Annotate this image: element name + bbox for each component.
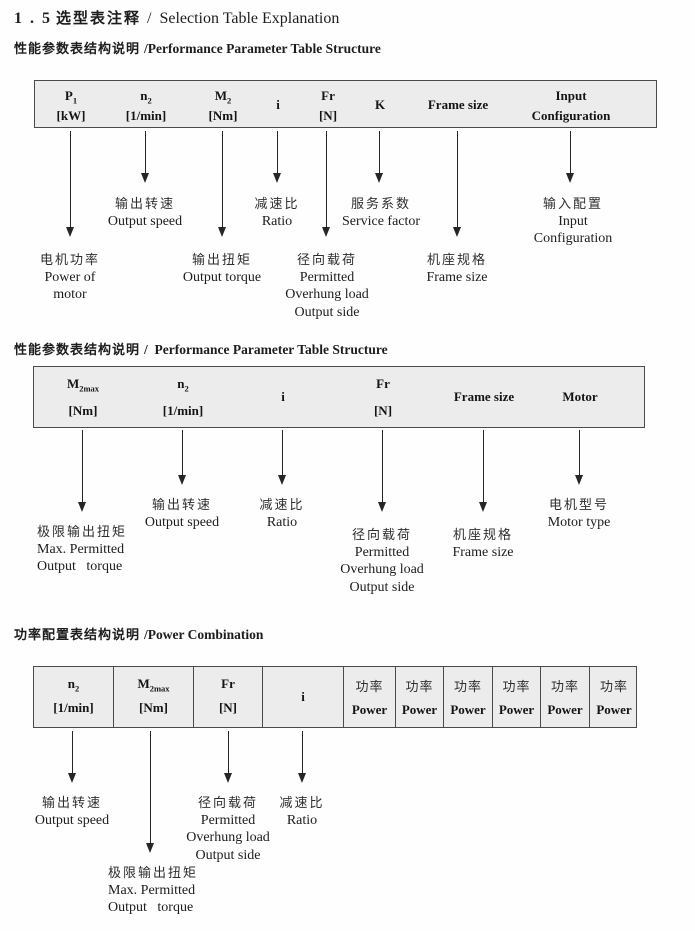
down-arrow xyxy=(68,731,77,783)
section1-heading-cjk: 性能参数表结构说明 xyxy=(14,41,141,56)
down-arrow xyxy=(375,131,384,183)
col-header-frame-size: Frame size xyxy=(427,97,489,112)
col-header-m2max: M2max[Nm] xyxy=(66,376,100,418)
section3-heading-en: /Power Combination xyxy=(144,627,264,642)
title-en: / Selection Table Explanation xyxy=(147,10,340,27)
col-header-frame-size: Frame size xyxy=(453,389,515,404)
section2-heading: 性能参数表结构说明/ Performance Parameter Table S… xyxy=(14,339,388,358)
down-arrow xyxy=(479,430,488,512)
down-arrow xyxy=(298,731,307,783)
down-arrow xyxy=(218,131,227,237)
down-arrow xyxy=(66,131,75,237)
performance-table-1: P1[kW] n2[1/min] M2[Nm] i Fr[N] K Frame … xyxy=(34,80,657,128)
down-arrow xyxy=(322,131,331,237)
performance-table-2: M2max[Nm] n2[1/min] i Fr[N] Frame size M… xyxy=(33,366,645,428)
col-header-i: i xyxy=(276,97,280,112)
col-header-k: K xyxy=(374,97,386,112)
col-header-fr: Fr[N] xyxy=(318,88,338,123)
col-header-i: i xyxy=(281,389,285,404)
col-header-i: i xyxy=(263,667,344,727)
col-header-motor: Motor xyxy=(562,389,598,404)
down-arrow xyxy=(278,430,287,485)
col-header-fr: Fr[N] xyxy=(373,376,393,418)
down-arrow xyxy=(453,131,462,237)
section2-heading-cjk: 性能参数表结构说明 xyxy=(14,342,141,357)
section3-heading-cjk: 功率配置表结构说明 xyxy=(14,627,141,642)
section1-heading: 性能参数表结构说明/Performance Parameter Table St… xyxy=(14,38,381,57)
title-cjk: 选型表注释 xyxy=(56,10,142,27)
down-arrow xyxy=(178,430,187,485)
page-title: 1 . 5 选型表注释 / Selection Table Explanation xyxy=(14,7,339,28)
down-arrow xyxy=(78,430,87,512)
title-number: 1 . 5 xyxy=(14,10,52,27)
down-arrow xyxy=(575,430,584,485)
down-arrow xyxy=(378,430,387,512)
col-header-fr: Fr[N] xyxy=(194,667,263,727)
col-header-n2: n2[1/min] xyxy=(125,88,167,123)
down-arrow xyxy=(146,731,155,853)
down-arrow xyxy=(224,731,233,783)
section2-heading-en: / Performance Parameter Table Structure xyxy=(144,342,388,357)
col-header-n2: n2[1/min] xyxy=(162,376,204,418)
section3-heading: 功率配置表结构说明/Power Combination xyxy=(14,624,263,643)
section1-heading-en: /Performance Parameter Table Structure xyxy=(144,41,381,56)
col-header-p1: P1[kW] xyxy=(56,88,86,123)
col-header-n2: n2[1/min] xyxy=(34,667,114,727)
down-arrow xyxy=(141,131,150,183)
down-arrow xyxy=(566,131,575,183)
down-arrow xyxy=(273,131,282,183)
col-header-m2: M2[Nm] xyxy=(208,88,238,123)
col-header-m2max: M2max[Nm] xyxy=(114,667,194,727)
